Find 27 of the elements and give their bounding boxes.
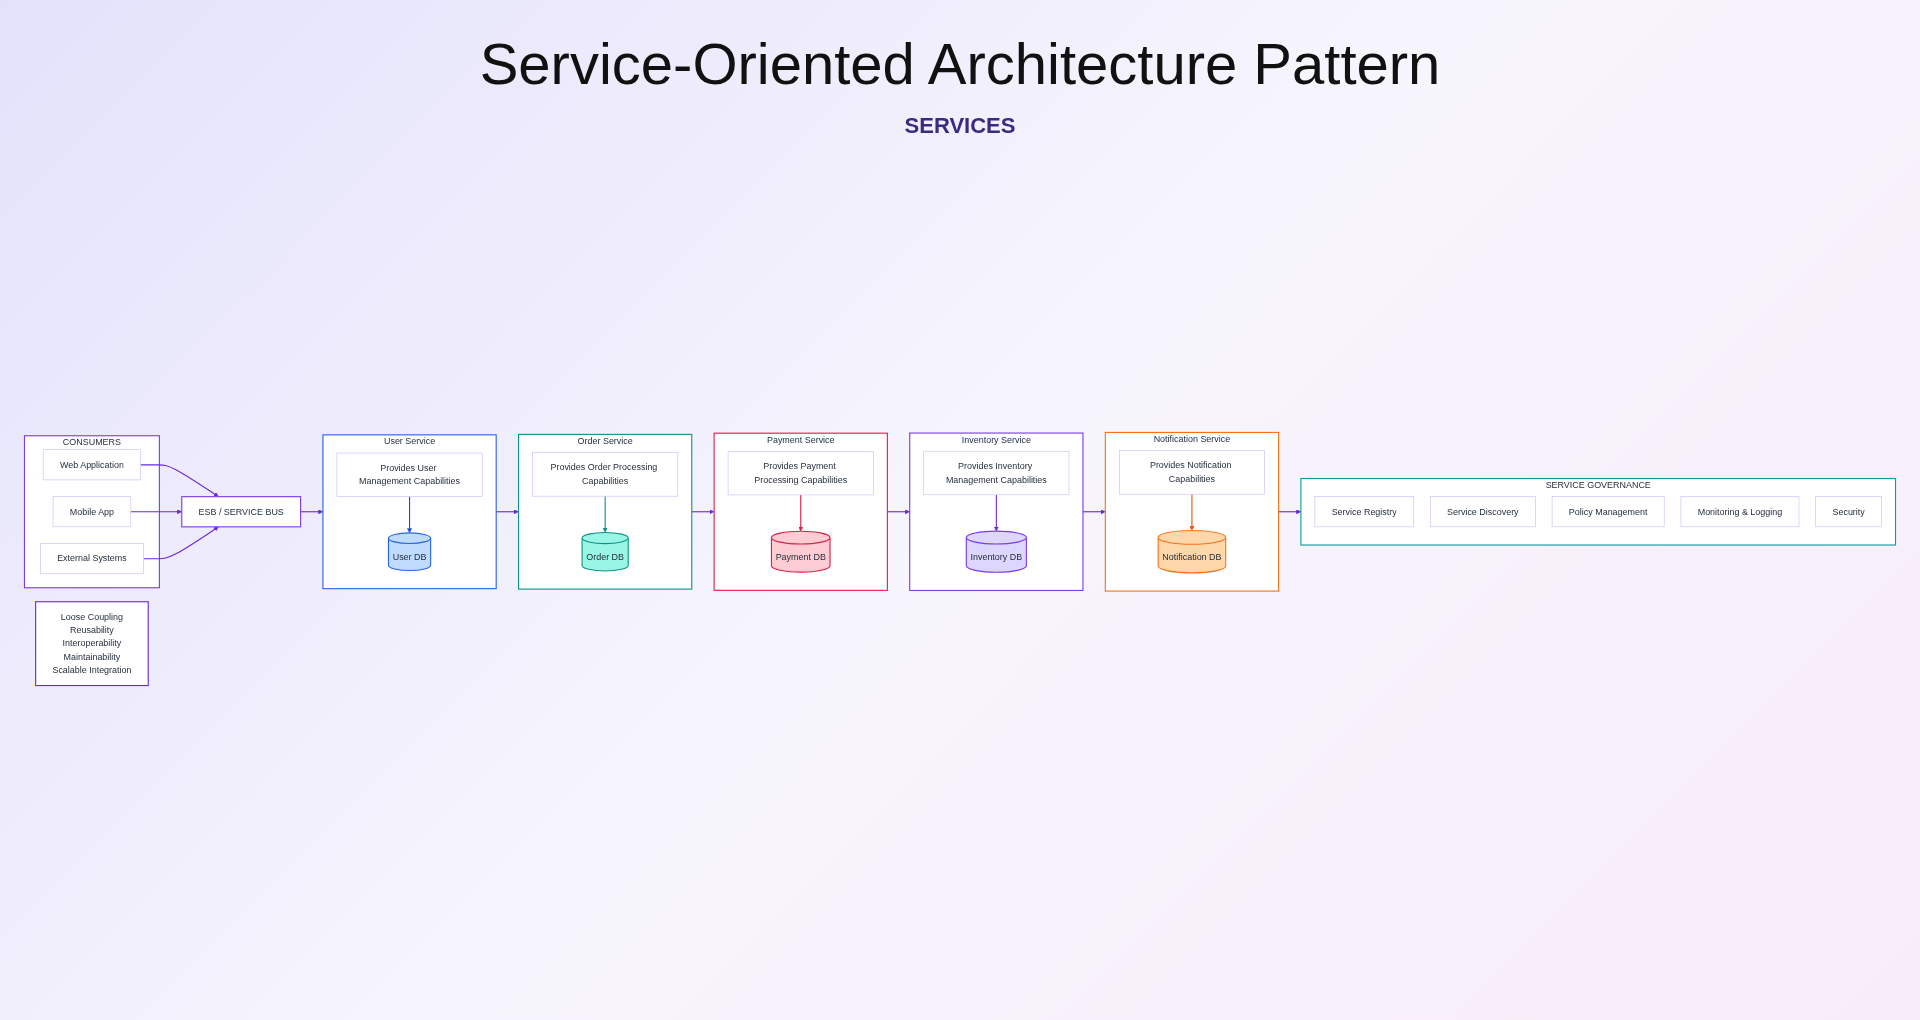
- node-box: Policy Management: [1551, 496, 1665, 528]
- node-box: Service Discovery: [1430, 496, 1536, 528]
- node-box: Provides Notification Capabilities: [1119, 450, 1265, 495]
- node-box: Web Application: [42, 449, 141, 481]
- arrow: [407, 496, 412, 534]
- node-box: Provides Payment Processing Capabilities: [727, 451, 874, 496]
- node-box: External Systems: [40, 543, 144, 575]
- arrow: [142, 526, 219, 560]
- arrow: [798, 494, 804, 532]
- diagram-title: Service-Oriented Architecture Pattern: [478, 30, 1442, 97]
- node-box: Provides Inventory Management Capabilities: [923, 450, 1070, 496]
- arrow: [691, 509, 715, 515]
- arrow: [140, 464, 219, 497]
- node-box: Monitoring & Logging: [1680, 496, 1800, 528]
- arrow: [993, 494, 999, 532]
- node-box: ESB / SERVICE BUS: [181, 496, 302, 528]
- node-box: Loose Coupling Reusability Interoperability Maintainability Scalable Integration: [35, 601, 149, 687]
- arrow: [1082, 509, 1106, 515]
- section-label: SERVICES: [904, 113, 1016, 138]
- arrow: [602, 495, 608, 533]
- node-box: Provides Order Processing Capabilities: [532, 452, 679, 497]
- node-box: Mobile App: [52, 496, 132, 528]
- node-box: Service Registry: [1314, 496, 1414, 528]
- arrow: [130, 509, 182, 515]
- arrow: [1189, 493, 1195, 531]
- node-box: Security: [1815, 496, 1882, 528]
- node-box: Provides User Management Capabilities: [336, 452, 483, 497]
